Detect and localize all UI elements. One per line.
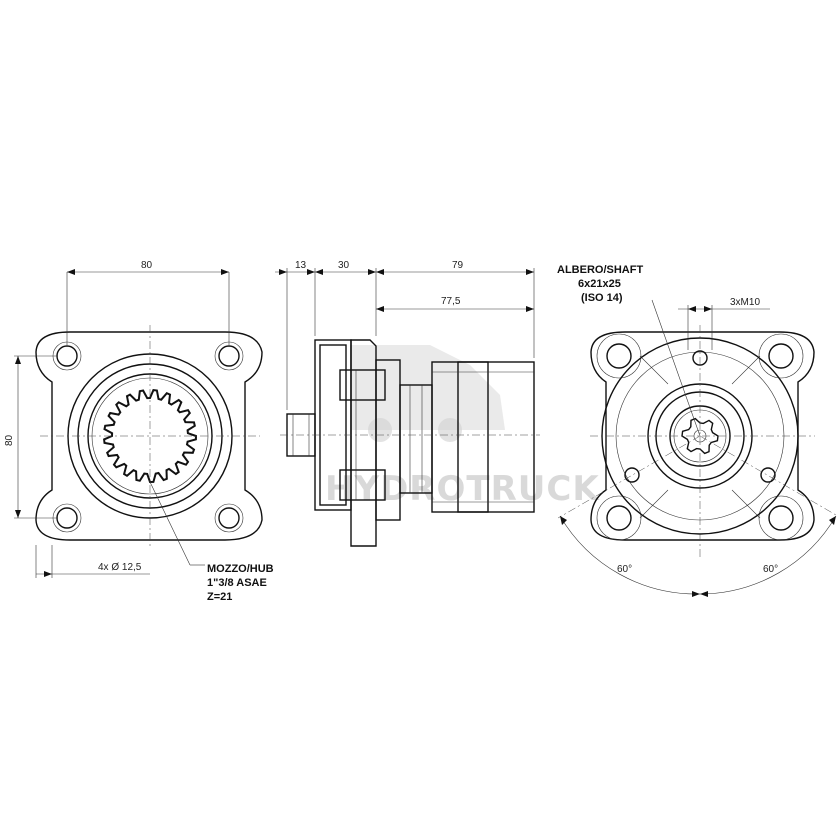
dim-side-77-5: 77,5	[441, 296, 461, 307]
dim-width-80: 80	[141, 260, 153, 271]
dim-side-13: 13	[295, 260, 307, 271]
dim-angle-right: 60°	[763, 564, 778, 575]
watermark: HYDROTRUCK	[325, 345, 600, 509]
front-flange-outline	[35, 331, 263, 541]
m10-hole-left	[624, 467, 640, 483]
dim-thread: 3xM10	[730, 297, 760, 308]
mounting-holes-rear	[596, 333, 804, 541]
hub-spline	[103, 389, 198, 484]
mounting-holes-front	[52, 341, 244, 533]
hub-label-line1: MOZZO/HUB	[207, 563, 274, 575]
front-dimensions: 80 80 4x Ø 12,5 MOZZO/HUB 1"3/8 ASAE Z=2…	[4, 260, 274, 603]
front-view	[35, 325, 263, 548]
dim-angle-left: 60°	[617, 564, 632, 575]
hub-label-line2: 1"3/8 ASAE	[207, 577, 267, 589]
side-dimensions: 13 30 79 77,5	[275, 260, 535, 410]
dim-side-30: 30	[338, 260, 350, 271]
dim-side-79: 79	[452, 260, 464, 271]
shaft-label-line2: 6x21x25	[578, 278, 621, 290]
hub-label-line3: Z=21	[207, 591, 232, 603]
m10-hole-right	[760, 467, 776, 483]
rear-dimensions: 3xM10 ALBERO/SHAFT 6x21x25 (ISO 14) 60° …	[557, 264, 837, 597]
shaft-label-line1: ALBERO/SHAFT	[557, 264, 643, 276]
shaft-label-line3: (ISO 14)	[581, 292, 623, 304]
watermark-text: HYDROTRUCK	[325, 469, 600, 509]
side-view	[280, 339, 540, 547]
dim-height-80: 80	[4, 434, 15, 446]
rear-view	[557, 325, 837, 560]
dim-holes: 4x Ø 12,5	[98, 562, 142, 573]
